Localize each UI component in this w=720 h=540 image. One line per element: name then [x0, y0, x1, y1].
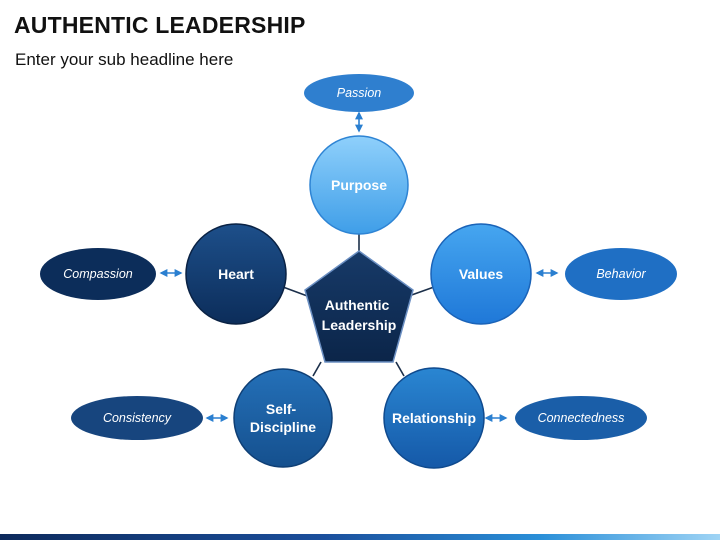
node-label: Purpose: [331, 177, 387, 193]
page-title: AUTHENTIC LEADERSHIP: [14, 12, 306, 38]
oval-label: Passion: [337, 86, 382, 100]
node-label: Self- Discipline: [250, 401, 316, 435]
node-label-line: Discipline: [250, 419, 316, 435]
center-label-line: Authentic: [325, 297, 390, 313]
oval-compassion: Compassion: [40, 248, 156, 300]
node-label-line: Self-: [266, 401, 297, 417]
connector-relationship: [395, 361, 405, 377]
connector-heart: [282, 286, 311, 298]
oval-passion: Passion: [304, 74, 414, 112]
node-label: Relationship: [392, 410, 476, 426]
connector-self-discipline: [312, 361, 322, 377]
node-self-discipline: Self- Discipline: [233, 368, 333, 468]
oval-label: Connectedness: [538, 411, 625, 425]
oval-label: Behavior: [596, 267, 646, 281]
node-label: Heart: [218, 266, 254, 282]
oval-connectedness: Connectedness: [515, 396, 647, 440]
node-purpose: Purpose: [309, 135, 409, 235]
node-relationship: Relationship: [383, 367, 485, 469]
center-label-line: Leadership: [322, 317, 397, 333]
oval-label: Consistency: [103, 411, 172, 425]
node-heart: Heart: [185, 223, 287, 325]
node-values: Values: [430, 223, 532, 325]
node-label: Values: [459, 266, 504, 282]
oval-label: Compassion: [63, 267, 133, 281]
center-pentagon: Authentic Leadership: [304, 250, 414, 363]
double-arrow-icons: [159, 111, 559, 422]
oval-consistency: Consistency: [71, 396, 203, 440]
bottom-accent-bar: [0, 534, 720, 540]
page-subtitle: Enter your sub headline here: [15, 50, 234, 69]
oval-behavior: Behavior: [565, 248, 677, 300]
center-label: Authentic Leadership: [322, 297, 397, 333]
